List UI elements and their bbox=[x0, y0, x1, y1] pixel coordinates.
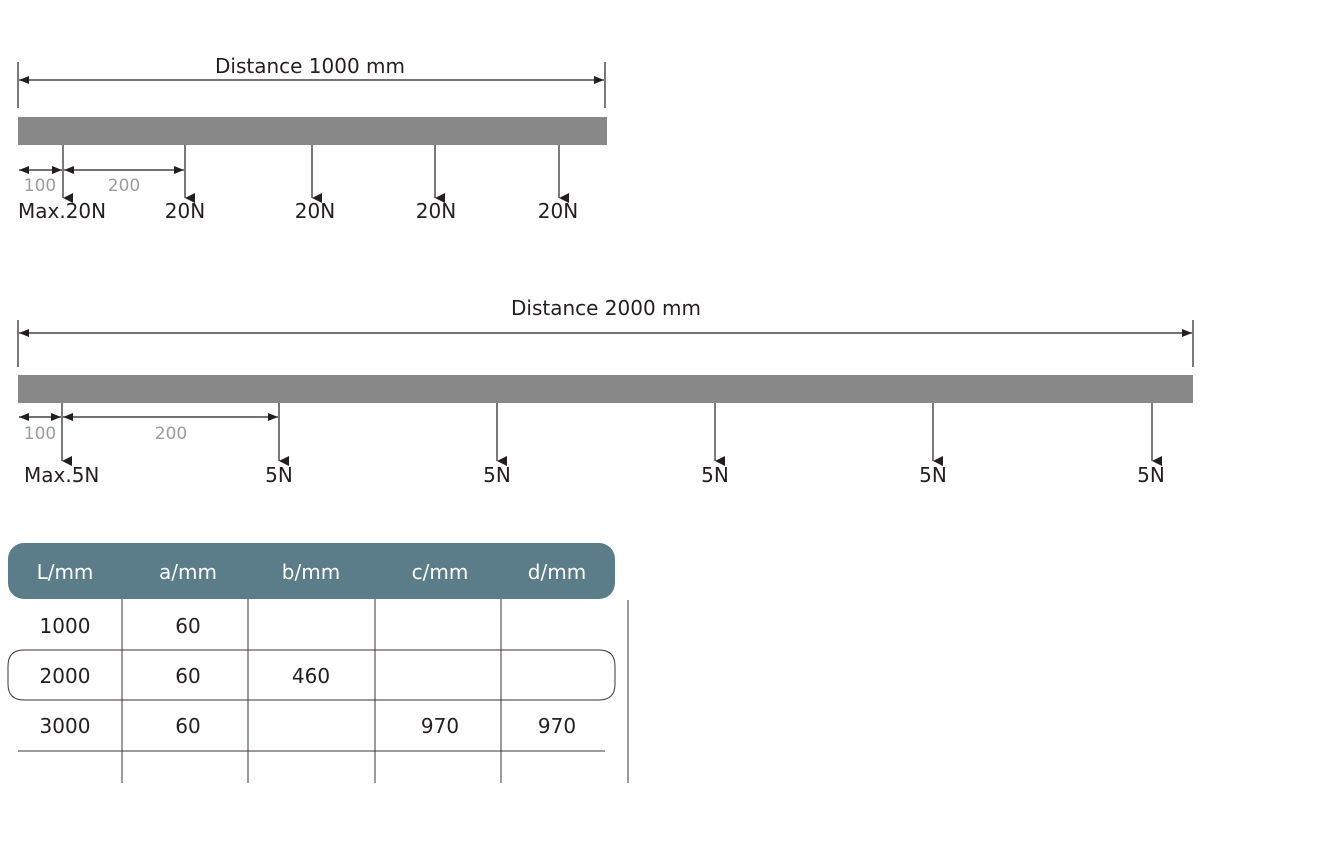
load-label: 5N bbox=[483, 463, 511, 487]
dimension-title: Distance 1000 mm bbox=[215, 54, 405, 78]
table-cell: 60 bbox=[175, 714, 200, 738]
table-cell: 970 bbox=[538, 714, 576, 738]
table-grid bbox=[18, 599, 629, 783]
load-label: 20N bbox=[295, 199, 335, 223]
dimension-table: L/mm a/mm b/mm c/mm d/mm 1000 60 2000 60 bbox=[7, 543, 629, 783]
dimension-title: Distance 2000 mm bbox=[511, 296, 701, 320]
table-header-cell: d/mm bbox=[528, 560, 586, 584]
load-label: 5N bbox=[265, 463, 293, 487]
table-row: 1000 60 bbox=[40, 614, 201, 638]
load-arrows bbox=[61, 403, 1162, 466]
load-label: 20N bbox=[538, 199, 578, 223]
table-cell: 970 bbox=[421, 714, 459, 738]
table-cell: 3000 bbox=[40, 714, 91, 738]
load-label: 5N bbox=[919, 463, 947, 487]
load-label: 20N bbox=[416, 199, 456, 223]
load-label: 5N bbox=[701, 463, 729, 487]
table-cell: 1000 bbox=[40, 614, 91, 638]
table-header-cell: c/mm bbox=[412, 560, 469, 584]
load-arrows bbox=[62, 145, 569, 203]
table-cell: 2000 bbox=[40, 664, 91, 688]
table-row-highlighted: 2000 60 460 bbox=[40, 664, 331, 688]
spacing-label-100: 100 bbox=[24, 424, 56, 444]
spacing-label-200: 200 bbox=[108, 176, 140, 196]
load-label: Max.5N bbox=[24, 463, 99, 487]
diagram-2000mm: Distance 2000 mm 100 200 Max.5N 5N 5N 5N… bbox=[17, 296, 1194, 487]
table-header-background bbox=[8, 543, 615, 599]
beam-bar bbox=[18, 375, 1193, 403]
spacing-label-100: 100 bbox=[24, 176, 56, 196]
diagram-1000mm: Distance 1000 mm 100 200 Max.20N 20N 20N… bbox=[17, 54, 607, 223]
table-header-cell: L/mm bbox=[37, 560, 94, 584]
highlighted-row-outline bbox=[7, 649, 616, 701]
table-row: 3000 60 970 970 bbox=[40, 714, 577, 738]
load-label: Max.20N bbox=[18, 199, 106, 223]
table-cell: 60 bbox=[175, 664, 200, 688]
load-label: 20N bbox=[165, 199, 205, 223]
table-header-cell: b/mm bbox=[282, 560, 340, 584]
spacing-label-200: 200 bbox=[155, 424, 187, 444]
load-label: 5N bbox=[1137, 463, 1165, 487]
table-header-row: L/mm a/mm b/mm c/mm d/mm bbox=[37, 560, 587, 584]
table-cell: 60 bbox=[175, 614, 200, 638]
beam-bar bbox=[18, 117, 607, 145]
table-header-cell: a/mm bbox=[159, 560, 217, 584]
table-cell: 460 bbox=[292, 664, 330, 688]
